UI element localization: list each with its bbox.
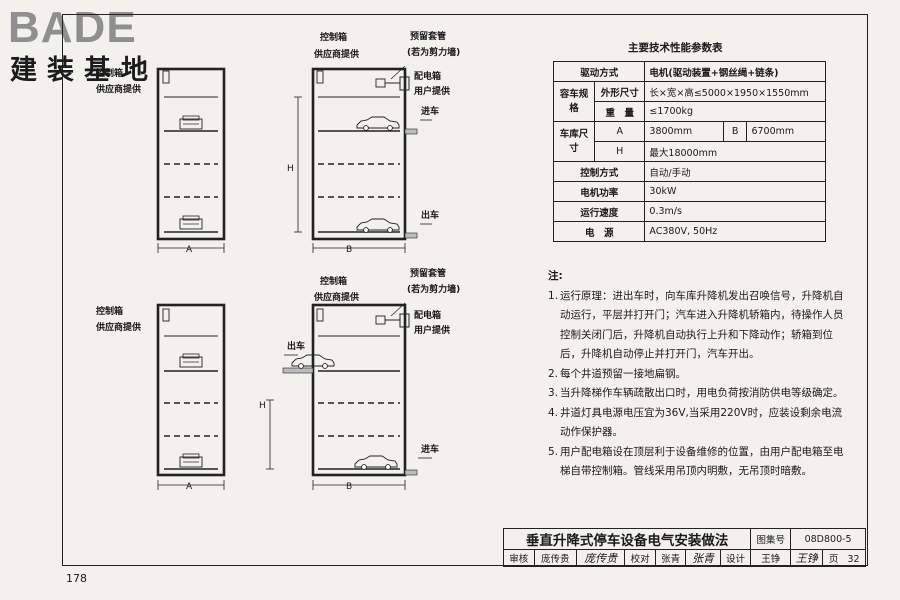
car-icon bbox=[179, 353, 203, 368]
dimensions-value: 长×宽×高≤5000×1950×1550mm bbox=[644, 81, 826, 102]
params-table: 驱动方式 电机(驱动装置+钢丝绳+链条) 容车规格 外形尺寸 长×宽×高≤500… bbox=[552, 61, 826, 242]
note-text: 运行原理：进出车时，向车库升降机发出召唤信号，升降机自动运行，平层并打开门；汽车… bbox=[560, 289, 844, 361]
car-icon bbox=[354, 455, 398, 470]
dim-h-label: H bbox=[287, 164, 294, 174]
review-label: 审核 bbox=[503, 549, 535, 567]
car-icon bbox=[356, 116, 400, 131]
logo: BADE 建装基地 bbox=[8, 6, 178, 92]
logo-text: BADE bbox=[8, 3, 137, 52]
embedded-pipe-label: 预留套管 bbox=[410, 32, 447, 42]
dim-h-label: H bbox=[259, 401, 266, 411]
user-provided-label: 用户提供 bbox=[414, 326, 451, 336]
distribution-box-label: 配电箱 bbox=[414, 72, 442, 82]
note-item: 1. 运行原理：进出车时，向车库升降机发出召唤信号，升降机自动运行，平层并打开门… bbox=[548, 287, 848, 365]
note-number: 4. bbox=[548, 406, 559, 419]
a-value: 3800mm bbox=[644, 121, 724, 142]
note-number: 2. bbox=[548, 367, 559, 380]
supplier-label: 供应商提供 bbox=[314, 50, 360, 60]
exit-label: 出车 bbox=[421, 211, 440, 221]
note-number: 5. bbox=[548, 445, 559, 458]
designer-signature: 王铮 bbox=[790, 549, 824, 567]
atlas-label: 图集号 bbox=[750, 528, 792, 550]
entry-label: 进车 bbox=[421, 107, 440, 117]
note-text: 每个井道预留一接地扁钢。 bbox=[560, 367, 686, 380]
designer-name: 王铮 bbox=[750, 549, 792, 567]
note-text: 当升降梯作车辆疏散出口时，用电负荷按消防供电等级确定。 bbox=[560, 387, 844, 399]
h-value: 最大18000mm bbox=[644, 141, 826, 162]
distribution-box-label: 配电箱 bbox=[414, 311, 442, 321]
atlas-value: 08D800-5 bbox=[790, 528, 866, 550]
note-item: 4. 井道灯具电源电压宜为36V,当采用220V时，应装设剩余电流动作保护器。 bbox=[548, 404, 848, 443]
power-label: 电 源 bbox=[552, 221, 646, 242]
notes: 注: 1. 运行原理：进出车时，向车库升降机发出召唤信号，升降机自动运行，平层并… bbox=[548, 267, 848, 482]
speed-label: 运行速度 bbox=[552, 201, 646, 222]
reviewer-signature: 庞传贵 bbox=[576, 549, 626, 567]
cabinet-label: 控制箱 bbox=[96, 307, 124, 317]
note-text: 用户配电箱设在顶层利于设备维修的位置，由用户配电箱至电梯自带控制箱。管线采用吊顶… bbox=[560, 445, 844, 478]
power-value: AC380V, 50Hz bbox=[644, 221, 826, 242]
page-number: 178 bbox=[66, 572, 87, 585]
dim-a-label: A bbox=[186, 245, 193, 255]
car-icon bbox=[356, 218, 400, 233]
weight-label: 重 量 bbox=[593, 101, 646, 122]
car-icon bbox=[179, 115, 203, 130]
checker-name: 张青 bbox=[654, 549, 687, 567]
page-label: 页 bbox=[828, 554, 839, 565]
supplier-label: 供应商提供 bbox=[96, 323, 142, 333]
note-number: 1. bbox=[548, 289, 559, 302]
motor-label: 电机功率 bbox=[552, 181, 646, 202]
check-label: 校对 bbox=[624, 549, 656, 567]
b-value: 6700mm bbox=[746, 121, 826, 142]
checker-signature: 张青 bbox=[685, 549, 721, 567]
logo-subtitle: 建装基地 bbox=[10, 55, 158, 86]
user-provided-label: 用户提供 bbox=[414, 87, 451, 97]
car-icon bbox=[179, 215, 203, 230]
reviewer-name: 庞传贵 bbox=[533, 549, 578, 567]
supplier-label: 供应商提供 bbox=[96, 85, 142, 95]
a-label: A bbox=[593, 121, 646, 142]
title-block: 垂直升降式停车设备电气安装做法 图集号 08D800-5 审核 庞传贵 庞传贵 … bbox=[502, 528, 866, 567]
shear-wall-note: (若为剪力墙) bbox=[407, 48, 461, 58]
dim-b-label: B bbox=[346, 482, 353, 492]
note-item: 3. 当升降梯作车辆疏散出口时，用电负荷按消防供电等级确定。 bbox=[548, 384, 848, 404]
note-item: 2. 每个井道预留一接地扁钢。 bbox=[548, 365, 848, 385]
page-value: 32 bbox=[847, 554, 860, 565]
dim-a-label: A bbox=[186, 482, 193, 492]
note-text: 井道灯具电源电压宜为36V,当采用220V时，应装设剩余电流动作保护器。 bbox=[560, 406, 843, 439]
h-label: H bbox=[593, 141, 646, 162]
embedded-pipe-label: 预留套管 bbox=[410, 269, 447, 279]
garage-size-label: 车库尺寸 bbox=[553, 121, 595, 162]
drawing-title: 垂直升降式停车设备电气安装做法 bbox=[502, 528, 752, 550]
note-number: 3. bbox=[548, 387, 559, 399]
cabinet-label: 控制箱 bbox=[320, 277, 348, 287]
drive-value: 电机(驱动装置+钢丝绳+链条) bbox=[644, 61, 826, 82]
notes-title: 注: bbox=[548, 270, 563, 282]
weight-value: ≤1700kg bbox=[644, 101, 826, 122]
note-item: 5. 用户配电箱设在顶层利于设备维修的位置，由用户配电箱至电梯自带控制箱。管线采… bbox=[548, 443, 848, 482]
b-label: B bbox=[722, 121, 748, 142]
params-title: 主要技术性能参数表 bbox=[628, 42, 723, 54]
control-value: 自动/手动 bbox=[644, 161, 826, 182]
drive-label: 驱动方式 bbox=[552, 61, 646, 82]
car-icon bbox=[179, 453, 203, 468]
control-label: 控制方式 bbox=[552, 161, 646, 182]
exit-label: 出车 bbox=[287, 342, 306, 352]
page-cell: 页 32 bbox=[822, 549, 866, 567]
motor-value: 30kW bbox=[644, 181, 826, 202]
entry-label: 进车 bbox=[421, 445, 440, 455]
drawing-frame bbox=[62, 14, 868, 566]
shear-wall-note: (若为剪力墙) bbox=[407, 285, 461, 295]
car-spec-label: 容车规格 bbox=[553, 81, 595, 122]
supplier-label: 供应商提供 bbox=[314, 293, 360, 303]
cabinet-label: 控制箱 bbox=[320, 33, 348, 43]
cabinet-label: 控制箱 bbox=[96, 69, 124, 79]
speed-value: 0.3m/s bbox=[644, 201, 826, 222]
dim-b-label: B bbox=[346, 245, 353, 255]
dimensions-label: 外形尺寸 bbox=[593, 81, 646, 102]
design-label: 设计 bbox=[719, 549, 752, 567]
